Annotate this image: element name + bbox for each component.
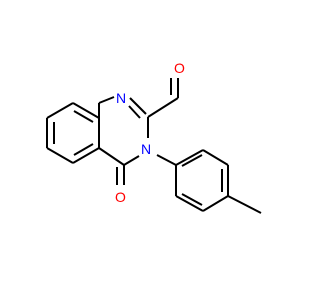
bond-n3-c4	[123, 155, 140, 166]
bond-c2-cho	[147, 97, 179, 118]
aldehyde-group	[147, 78, 179, 118]
bond-tolyl-1	[175, 149, 204, 166]
bond-tolyl-inner-1	[181, 154, 203, 167]
atom-o-aldehyde: O	[174, 60, 185, 76]
bond-tolyl-4	[202, 195, 229, 212]
bond-n1-c2-double	[128, 105, 141, 119]
carbonyl-group	[116, 165, 125, 185]
bond-tolyl-2	[202, 149, 229, 166]
atom-o-carbonyl: O	[115, 189, 126, 205]
bond-c4a-c8a	[72, 102, 100, 119]
bond-n1-c2	[129, 97, 147, 115]
bond-n3-cipso	[156, 154, 177, 166]
bond-c8a-n1	[98, 96, 115, 104]
bond-methyl	[227, 195, 262, 214]
tolyl-ring	[156, 149, 262, 214]
pyrimidine-ring	[98, 96, 149, 166]
benzene-ring	[46, 102, 100, 164]
bond-inner-c6-c5	[73, 143, 94, 156]
bond-c4-c4a	[98, 147, 125, 166]
molecule-structure: O N N O	[46, 60, 262, 214]
bond-c6-c5	[72, 147, 100, 164]
bond-inner-c4a-c8a	[73, 110, 94, 123]
bond-c7-c6	[46, 147, 74, 164]
bond-tolyl-inner-3	[181, 193, 203, 206]
atom-n3: N	[141, 141, 151, 157]
bond-c8a-c8	[46, 102, 74, 119]
bond-tolyl-5	[175, 195, 204, 212]
atom-n1: N	[116, 90, 126, 106]
